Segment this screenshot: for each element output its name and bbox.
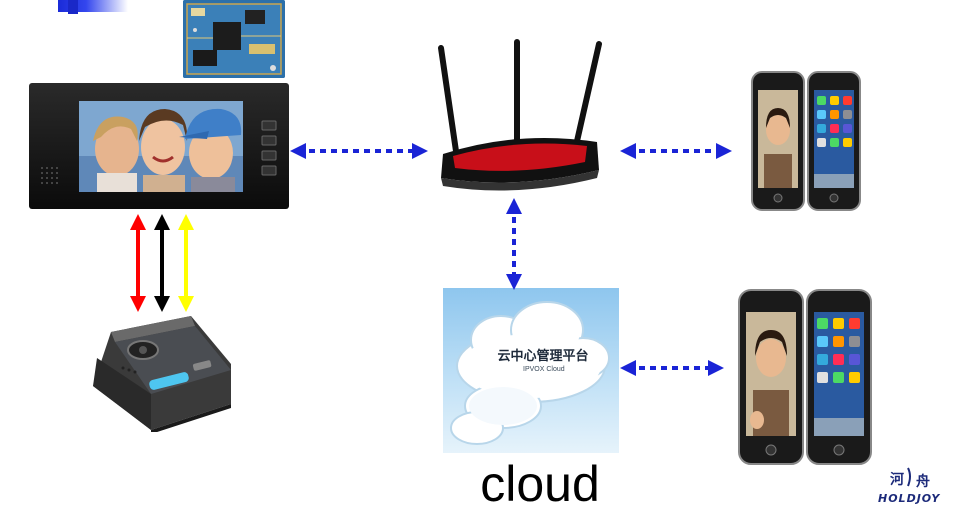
holdjoy-logo: 河 舟 HOLDJOY xyxy=(872,462,952,510)
header-logo-stem xyxy=(68,0,78,14)
cloud-chinese-label: 云中心管理平台 xyxy=(497,349,589,364)
smartphones-bottom-image xyxy=(735,288,875,468)
smartphones-top-image xyxy=(748,70,863,215)
indoor-monitor-image xyxy=(29,83,289,209)
pcb-board-image xyxy=(183,0,285,78)
cloud-caption: cloud xyxy=(480,456,600,512)
svg-text:舟: 舟 xyxy=(916,473,930,490)
cloud-english-label: IPVOX Cloud xyxy=(523,366,565,373)
monitor-buttons-icon xyxy=(261,120,277,176)
monitor-screen-photo xyxy=(79,101,243,192)
cloud-platform-image: 云中心管理平台 IPVOX Cloud xyxy=(443,288,619,453)
speaker-grille-icon xyxy=(41,167,58,184)
svg-text:河: 河 xyxy=(890,471,904,488)
svg-text:HOLDJOY: HOLDJOY xyxy=(878,492,940,505)
outdoor-doorbell-image xyxy=(83,312,243,432)
wifi-router-image xyxy=(435,38,605,198)
